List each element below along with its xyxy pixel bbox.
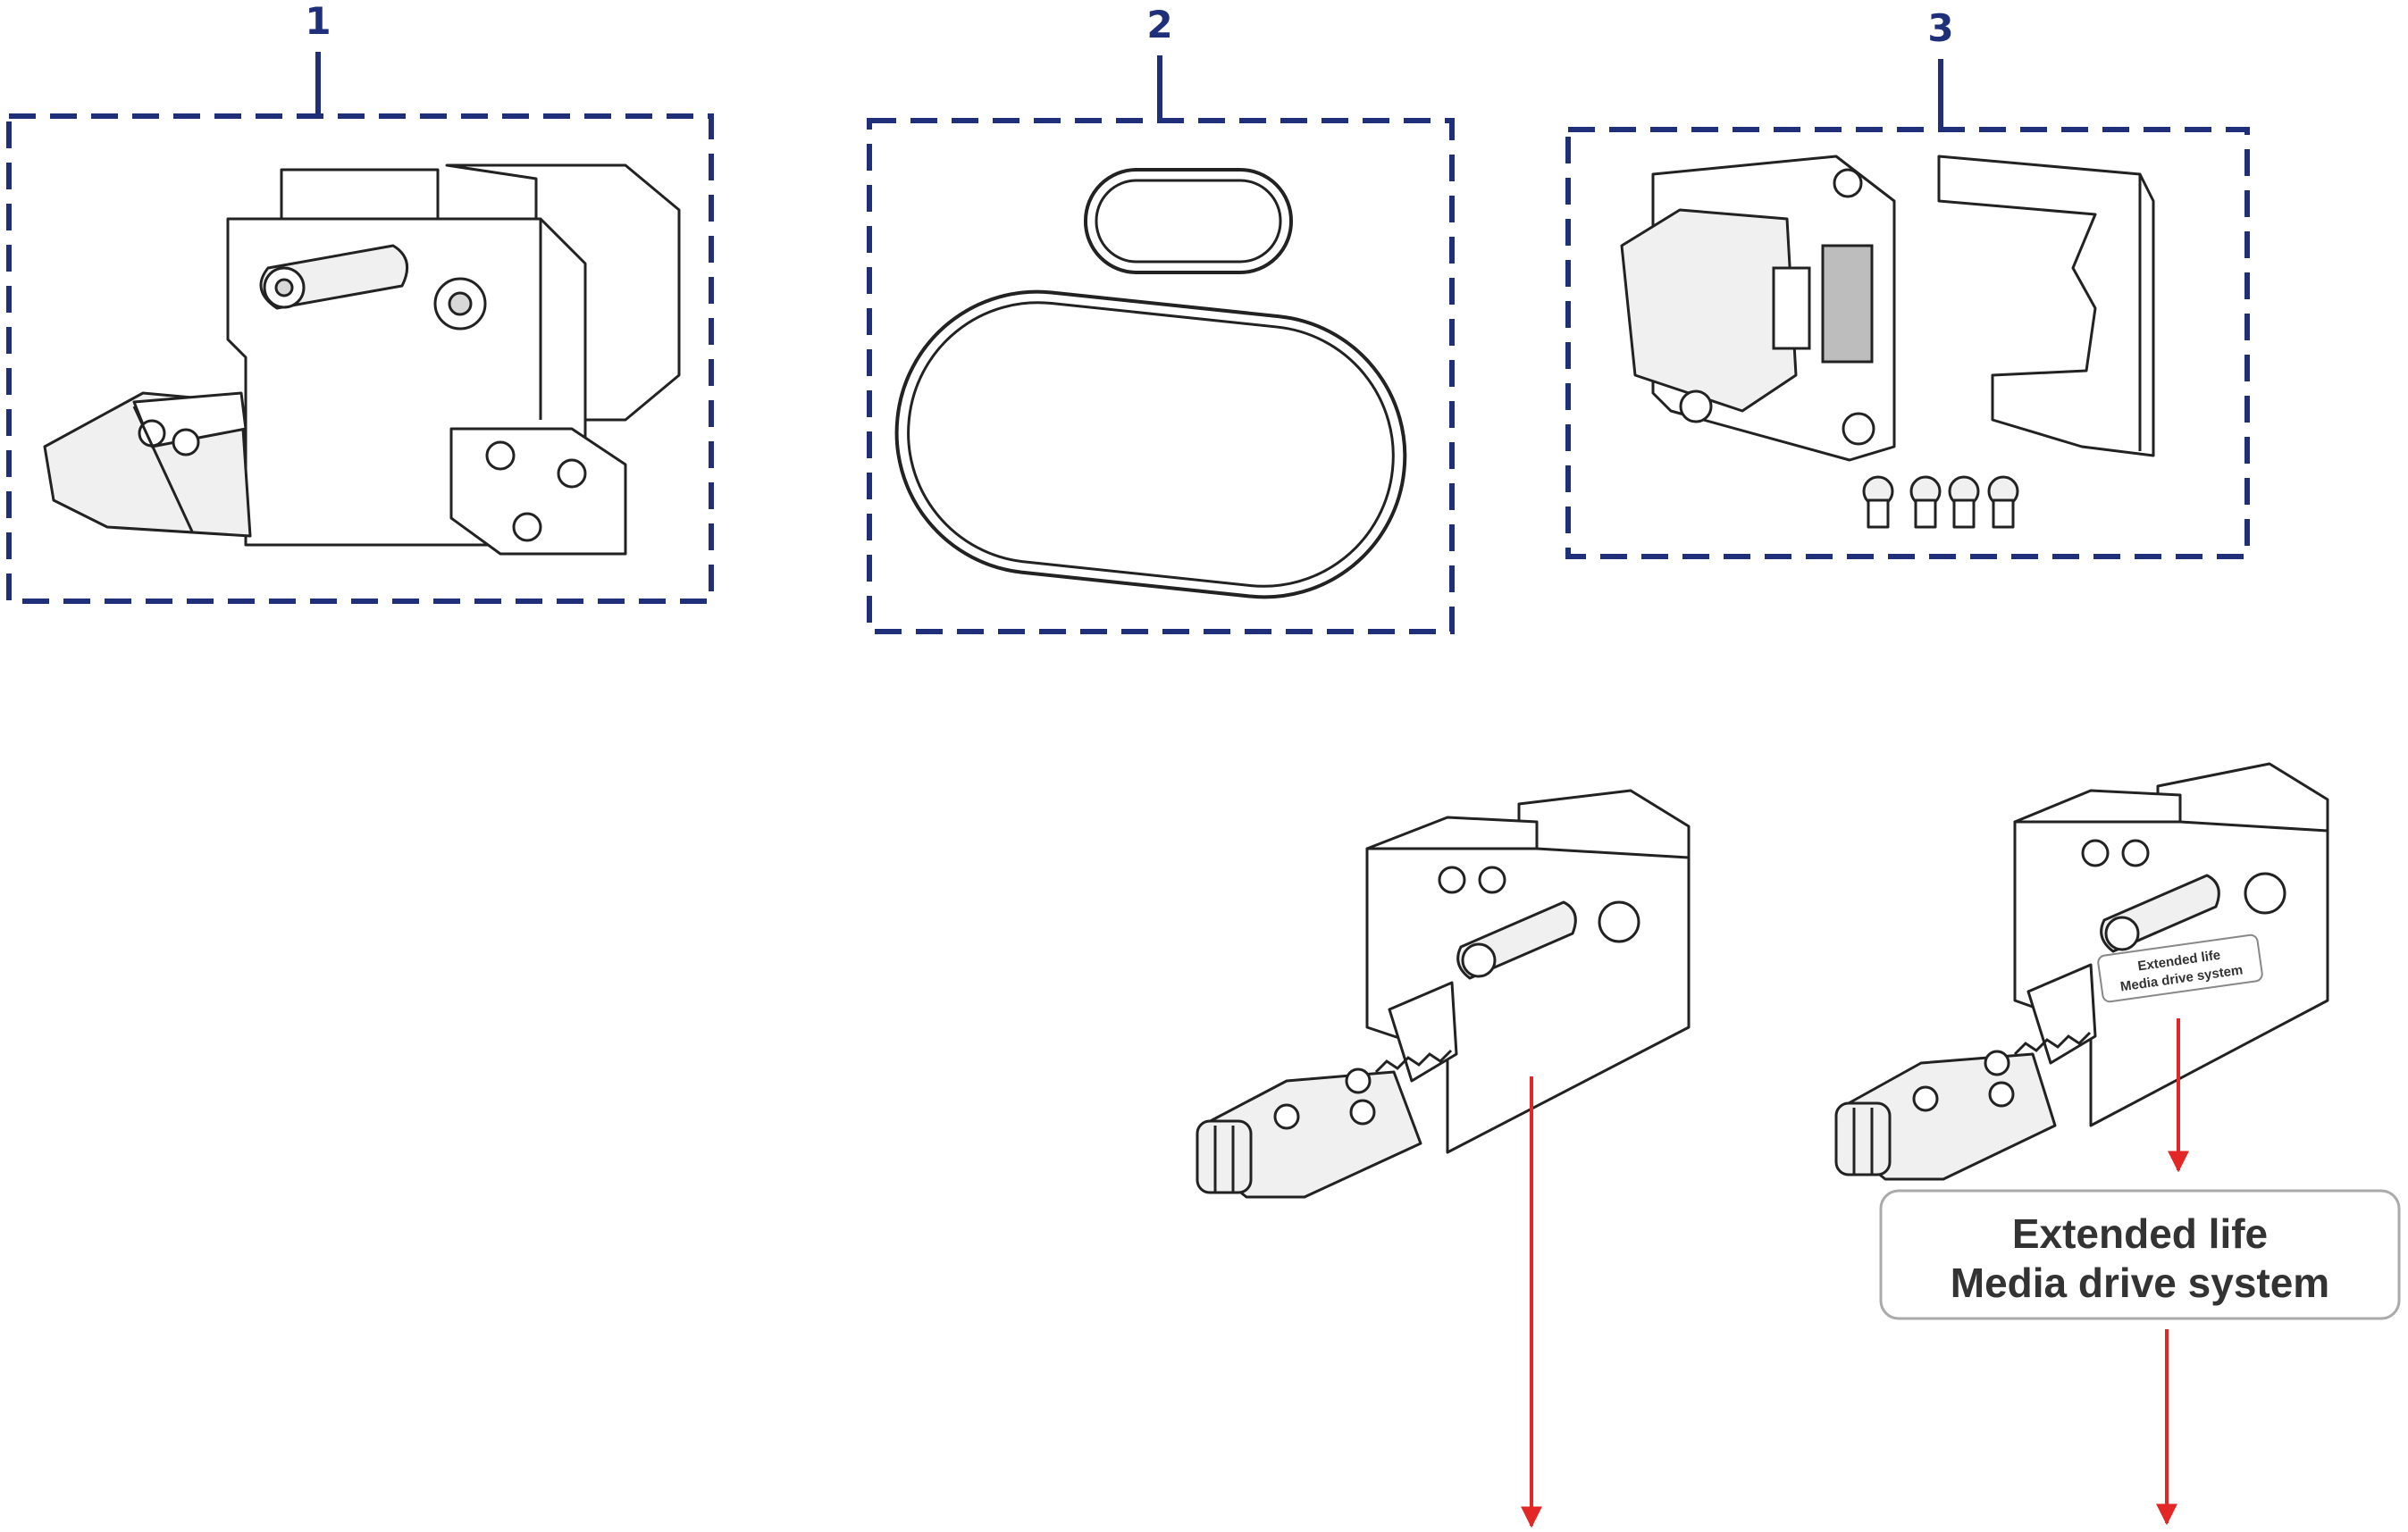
part-group-3: 3 <box>1565 6 2250 559</box>
part-group-1: 1 <box>6 0 714 604</box>
part-group-2: 2 <box>867 3 1455 634</box>
extended-life-media-drive-assembly: Extended life Media drive system <box>1834 762 2329 1181</box>
callout-number-2: 2 <box>1146 3 1172 46</box>
small-drive-belt <box>1084 168 1293 274</box>
callout-number-3: 3 <box>1927 6 1953 50</box>
label-box-line1: Extended life <box>2012 1210 2268 1257</box>
standard-media-drive-assembly <box>1196 789 1691 1199</box>
dashed-frame-2 <box>867 118 1455 634</box>
extended-life-label-box: Extended life Media drive system <box>1879 1189 2401 1320</box>
dashed-frame-3 <box>1565 127 2250 559</box>
print-mechanism-assembly <box>43 163 681 556</box>
dashed-frame-1 <box>6 113 714 604</box>
motor-mounting-plate <box>1937 155 2155 457</box>
label-box-line2: Media drive system <box>1951 1260 2329 1306</box>
callout-number-1: 1 <box>305 0 331 43</box>
stepper-motor <box>1620 155 1896 462</box>
mounting-screws <box>1862 475 2019 529</box>
embedded-label-plate <box>2097 933 2263 1003</box>
large-drive-belt <box>894 289 1407 599</box>
